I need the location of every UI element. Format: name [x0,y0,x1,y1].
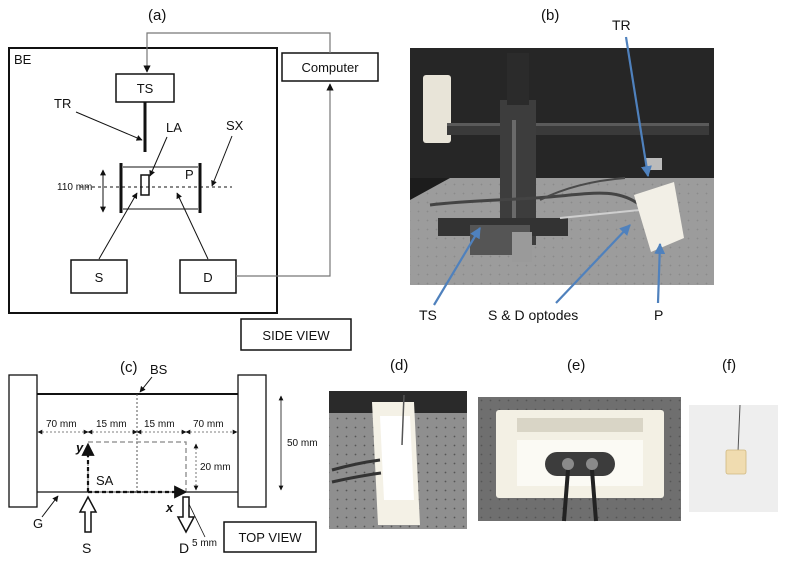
panel-d-label: (d) [390,357,408,374]
la-label: LA [166,120,182,135]
detector-to-computer-line [236,83,334,277]
dim-70-left: 70 mm [46,419,77,430]
fiber-d2 [331,471,382,484]
dim-70-right: 70 mm [193,419,224,430]
ts-label: TS [137,81,154,96]
top-view-label: TOP VIEW [238,530,302,545]
panel-e: (e) [478,357,681,522]
source-arrow [78,495,98,533]
fibers [559,209,641,219]
column-slot [512,120,516,230]
la-box [140,174,150,196]
side-view-box [240,318,352,351]
g-label: G [33,516,43,531]
rail-highlight [447,123,709,126]
optode-holder [545,452,615,476]
computer-to-ts-line [143,32,331,73]
dim-50-label: 50 mm [287,438,318,449]
ts-box [115,73,175,103]
computer-label: Computer [301,60,359,75]
photo-p-label: P [654,307,663,323]
cable-2 [539,177,626,201]
end-plate-left [8,374,38,508]
panel-d: (d) [329,357,467,529]
source-fiber [98,192,138,260]
bs-pointer [139,376,153,393]
tr-pointer [75,111,143,141]
s-label: S [82,540,91,556]
panel-a: (a) BE Computer TS TR LA P SX 110 mm S D [8,7,379,351]
source-box [70,259,128,294]
panel-f: (f) [689,357,778,512]
cloth-left [423,75,451,143]
dim-5-label: 5 mm [192,538,217,549]
d-label: D [179,540,189,556]
photo-ts-label: TS [419,307,437,323]
panel-c: (c) BS 70 mm 15 mm 15 mm 70 mm 50 mm y x… [8,359,318,556]
photo-tr-label: TR [612,17,631,33]
dim-15-right: 15 mm [144,419,175,430]
top-view-box [223,521,317,553]
detector-label: D [203,270,212,285]
holder-clamp [646,158,662,170]
stage-knob [512,232,532,262]
p-label: P [185,167,194,182]
rod-d [401,394,405,446]
source-label: S [95,270,104,285]
panel-c-label: (c) [120,359,138,376]
photo-back-wall [410,48,714,178]
phantom-top-edge [517,418,643,432]
phantom-photo [634,182,684,252]
end-plate-right [237,374,267,508]
p-arrow [654,242,666,304]
source-optode [562,458,574,470]
motor [507,53,529,105]
tr-label: TR [54,96,71,111]
detector-box [179,259,237,294]
be-box [8,47,278,314]
panel-b-label: (b) [541,7,559,24]
detector-arrow [176,496,196,534]
la-pointer [149,136,168,177]
panel-a-label: (a) [148,7,166,24]
fiber-d1 [331,458,381,472]
photo-optodes-label: S & D optodes [488,307,578,323]
detector-optode [586,458,598,470]
panel-b: (b) TR TS S & D optodes P [410,7,714,323]
tr-arrow [624,36,652,178]
inclusion-block [725,449,747,475]
fiber-e1 [562,469,570,522]
cable-1 [429,191,641,207]
y-label: y [75,440,84,455]
panel-f-label: (f) [722,357,736,374]
fiber-e2 [590,469,598,522]
ts-arrow [433,227,481,306]
dim-110-label: 110 mm [57,182,92,193]
x-label: x [165,500,174,515]
g-pointer [41,495,59,518]
sx-pointer [211,135,233,187]
sx-label: SX [226,118,244,133]
bs-label: BS [150,362,168,377]
phantom-inner [380,416,414,500]
detector-fiber [176,192,209,260]
panel-e-label: (e) [567,357,585,374]
optodes-arrow [555,224,631,304]
inclusion-wire [737,404,741,453]
dim-20-label: 20 mm [200,462,231,473]
sa-label: SA [96,473,114,488]
dim-15-left: 15 mm [96,419,127,430]
be-label: BE [14,52,32,67]
side-view-label: SIDE VIEW [262,328,330,343]
